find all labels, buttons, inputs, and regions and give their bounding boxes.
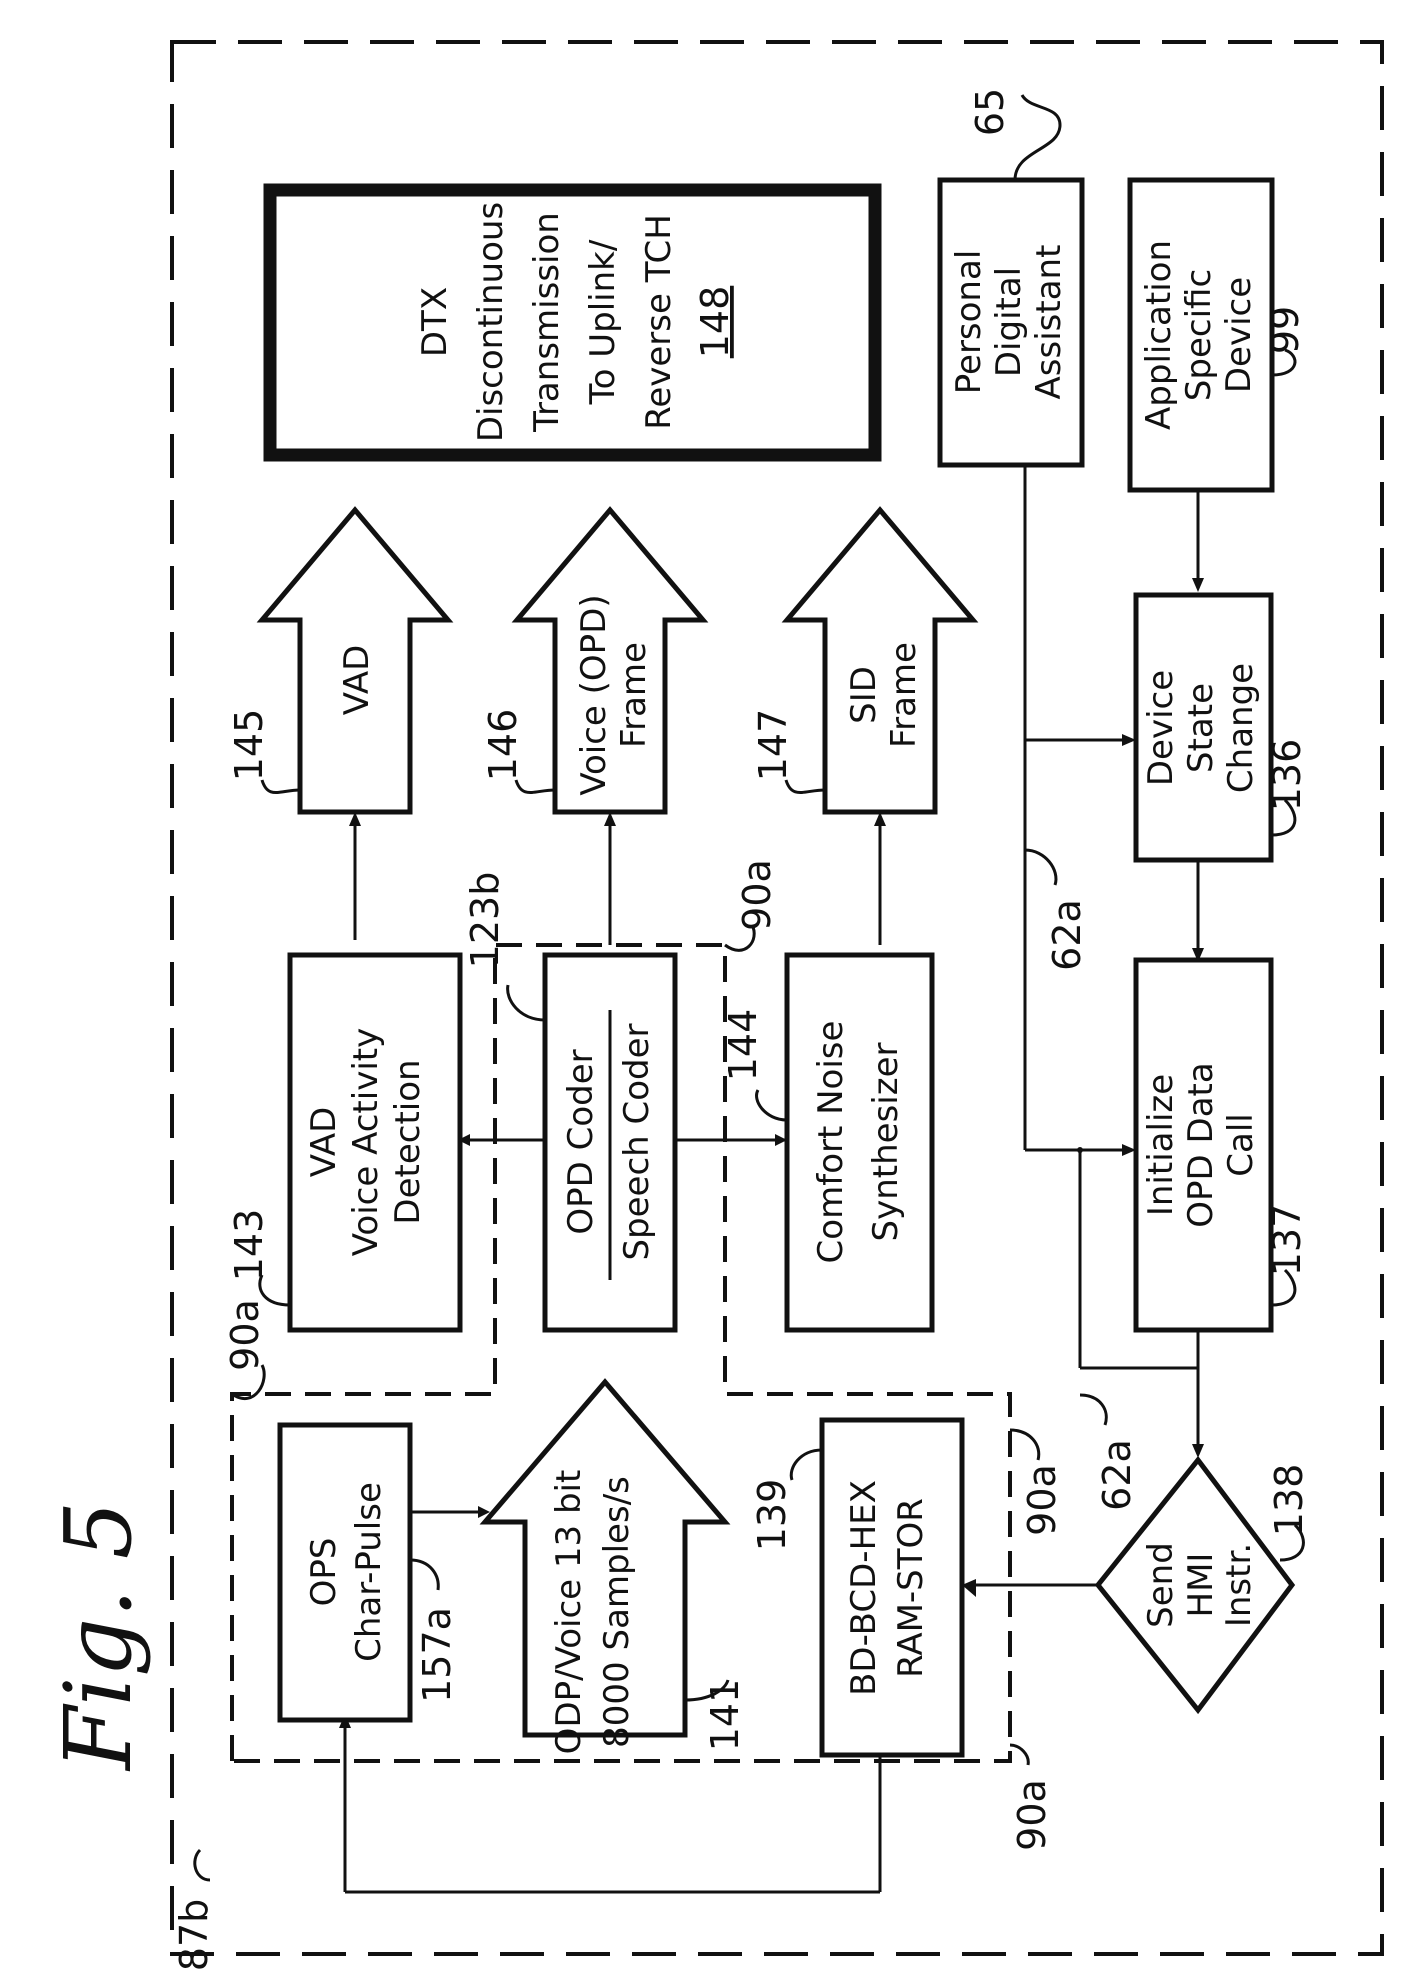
send-hmi-diamond: Send HMI Instr. 138 <box>1094 1455 1311 1715</box>
init-call-ref: 137 <box>1265 1204 1309 1277</box>
asd-line-2: Specific <box>1179 269 1219 401</box>
device-state-ref: 136 <box>1265 739 1309 812</box>
pda-ref: 65 <box>968 88 1012 136</box>
voice-frame-line-1: Voice (OPD) <box>574 594 614 795</box>
region-refs: 90a 90a 90a 90a 90a <box>223 859 1064 1851</box>
odp-line-1: ODP/Voice 13 bit <box>549 1470 589 1755</box>
asd-ref: 99 <box>1263 306 1307 354</box>
send-hmi-line-1: Send <box>1141 1542 1181 1628</box>
sid-frame-arrow: SID Frame 147 <box>751 506 979 815</box>
region-ref-top-right: 90a <box>735 859 779 931</box>
region-ref-lower-right: 90a <box>1010 1779 1054 1851</box>
ops-box: OPS Char-Pulse 157a <box>277 1422 459 1723</box>
vad-detection-ref: 143 <box>227 1209 271 1282</box>
vad-detection-line-3: Detection <box>388 1059 428 1224</box>
opd-region-boundary <box>230 943 1012 1763</box>
device-state-line-3: Change <box>1221 663 1261 793</box>
pda-line-2: Digital <box>989 267 1029 377</box>
bd-line-1: BD-BCD-HEX <box>844 1480 884 1696</box>
comfort-noise-ref: 144 <box>721 1009 765 1082</box>
init-call-line-3: Call <box>1221 1113 1261 1176</box>
vad-detection-box: VAD Voice Activity Detection 143 <box>227 952 463 1333</box>
voice-frame-arrow: Voice (OPD) Frame 146 <box>481 506 709 815</box>
send-hmi-line-2: HMI <box>1181 1553 1221 1618</box>
bus-refs: 62a 62a <box>1024 848 1139 1511</box>
dtx-line-2: Discontinuous <box>471 202 511 442</box>
asd-box: Application Specific Device 99 <box>1127 177 1307 493</box>
odp-arrow: ODP/Voice 13 bit 8000 Samples/s 141 <box>479 1378 747 1755</box>
pda-box: Personal Digital Assistant 65 <box>937 88 1085 468</box>
vad-arrow-ref: 145 <box>227 709 271 782</box>
outer-frame <box>170 40 1384 1956</box>
dtx-line-4: To Uplink/ <box>583 239 623 405</box>
asd-line-3: Device <box>1219 277 1259 393</box>
pda-line-3: Assistant <box>1029 245 1069 400</box>
ops-line-2: Char-Pulse <box>349 1482 389 1662</box>
init-call-line-2: OPD Data <box>1181 1062 1221 1227</box>
comfort-noise-line-1: Comfort Noise <box>811 1021 851 1264</box>
voice-frame-ref: 146 <box>481 709 525 782</box>
dtx-box: DTX Discontinuous Transmission To Uplink… <box>263 183 882 462</box>
odp-line-2: 8000 Samples/s <box>597 1476 637 1748</box>
device-state-line-1: Device <box>1141 670 1181 786</box>
sid-frame-ref: 147 <box>751 709 795 782</box>
figure-title: Fig. 5 87b <box>45 1501 216 1971</box>
opd-coder-line-2: Speech Coder <box>617 1023 657 1260</box>
ops-line-1: OPS <box>304 1538 344 1607</box>
ops-ref: 157a <box>415 1607 459 1703</box>
bus-ref-lower: 62a <box>1095 1439 1139 1511</box>
figure-title-text: Fig. 5 <box>45 1501 152 1772</box>
sid-frame-line-2: Frame <box>884 642 924 748</box>
odp-ref: 141 <box>703 1679 747 1752</box>
opd-coder-line-1: OPD Coder <box>561 1049 601 1234</box>
bd-box: BD-BCD-HEX RAM-STOR 139 <box>750 1417 965 1758</box>
send-hmi-line-3: Instr. <box>1219 1543 1259 1627</box>
pda-line-1: Personal <box>949 250 989 395</box>
vad-arrow: VAD 145 <box>227 506 454 815</box>
sid-frame-line-1: SID <box>844 666 884 724</box>
opd-coder-ref: 123b <box>463 872 507 969</box>
vad-detection-line-2: Voice Activity <box>346 1028 386 1256</box>
bd-line-2: RAM-STOR <box>891 1498 931 1678</box>
voice-frame-line-2: Frame <box>614 642 654 748</box>
init-call-line-1: Initialize <box>1141 1074 1181 1216</box>
vad-arrow-label: VAD <box>337 645 377 716</box>
dtx-ref: 148 <box>693 286 737 359</box>
device-state-box: Device State Change 136 <box>1133 592 1309 863</box>
dtx-line-5: Reverse TCH <box>639 214 679 430</box>
region-ref-top-left: 90a <box>223 1299 267 1371</box>
bd-ref: 139 <box>750 1479 794 1552</box>
opd-coder-box: OPD Coder Speech Coder 123b <box>463 872 678 1333</box>
asd-line-1: Application <box>1139 240 1179 430</box>
region-ref-mid-right: 90a <box>1020 1464 1064 1536</box>
figure-ref: 87b <box>172 1899 216 1971</box>
bus-ref-upper: 62a <box>1045 899 1089 971</box>
send-hmi-ref: 138 <box>1267 1464 1311 1537</box>
comfort-noise-line-2: Synthesizer <box>866 1043 906 1242</box>
dtx-line-3: Transmission <box>527 212 567 433</box>
comfort-noise-box: Comfort Noise Synthesizer 144 <box>721 952 935 1333</box>
dtx-line-1: DTX <box>415 287 455 357</box>
connection-lines <box>339 460 1204 1894</box>
vad-detection-line-1: VAD <box>304 1107 344 1178</box>
init-call-box: Initialize OPD Data Call 137 <box>1133 957 1309 1333</box>
device-state-line-2: State <box>1181 683 1221 773</box>
